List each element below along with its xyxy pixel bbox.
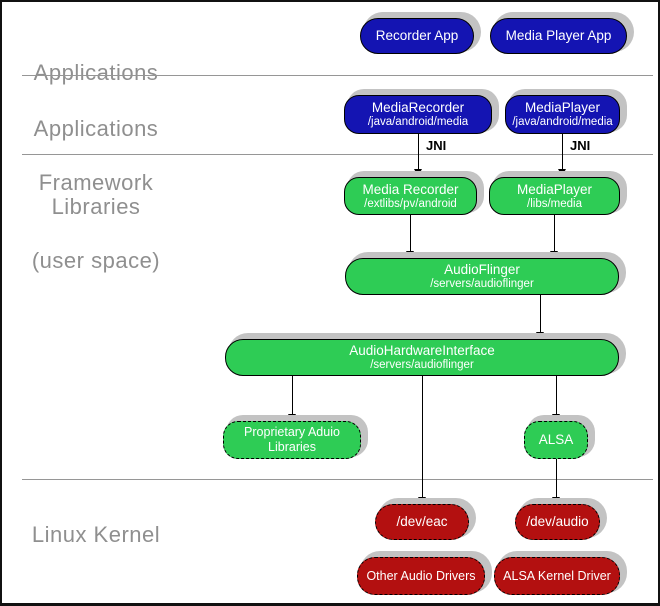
node-mediaplayer-lib-path: /libs/media: [527, 197, 582, 210]
node-media-recorder-lib: Media Recorder /extlibs/pv/android: [344, 177, 477, 215]
node-mediarecorder-framework-title: MediaRecorder: [371, 100, 465, 115]
node-mediarecorder-framework-path: /java/android/media: [367, 116, 469, 128]
node-mediarecorder-framework: MediaRecorder /java/android/media: [344, 95, 492, 134]
node-other-audio-drivers-title: Other Audio Drivers: [366, 569, 476, 583]
node-alsa-title: ALSA: [538, 432, 574, 447]
arrow-line-ahi-to-alsa: [556, 376, 558, 414]
arrow-line-audioflinger-to-ahi: [540, 295, 542, 332]
applications-label: Applications: [33, 60, 159, 85]
node-audio-hardware-interface: AudioHardwareInterface /servers/audiofli…: [225, 339, 619, 376]
node-mediaplayer-lib: MediaPlayer /libs/media: [489, 177, 620, 215]
node-dev-eac-title: /dev/eac: [396, 514, 448, 529]
node-alsa-kernel-driver-title: ALSA Kernel Driver: [503, 569, 611, 583]
separator-framework-libraries: [22, 154, 653, 155]
arrow-head-mediarecorder-jni: [414, 169, 422, 176]
kernel-label: Linux Kernel: [31, 522, 161, 547]
node-recorder-app: Recorder App: [360, 18, 474, 54]
arrow-head-mediaplayer-jni: [558, 169, 566, 176]
node-proprietary-audio-libraries-title2: Libraries: [268, 440, 316, 454]
node-audio-hardware-interface-path: /servers/audioflinger: [370, 359, 474, 371]
libraries-label-line2: (user space): [31, 248, 161, 273]
jni-label-right: JNI: [570, 138, 591, 153]
node-media-player-app: Media Player App: [490, 18, 627, 54]
node-mediaplayer-lib-title: MediaPlayer: [516, 181, 593, 197]
node-dev-audio: /dev/audio: [515, 504, 600, 540]
section-label-libraries: Libraries (user space): [16, 166, 176, 301]
arrow-line-mediaplayer-jni: [562, 134, 564, 169]
node-audioflinger: AudioFlinger /servers/audioflinger: [345, 258, 619, 295]
separator-libraries-kernel: [22, 479, 653, 480]
node-alsa: ALSA: [524, 421, 588, 459]
arrow-line-mediarecorder-jni: [418, 134, 420, 169]
arrow-line-ahi-to-proprietary: [292, 376, 294, 414]
section-label-linux-kernel: Linux Kernel: [16, 494, 176, 548]
node-other-audio-drivers: Other Audio Drivers: [357, 557, 485, 595]
node-recorder-app-title: Recorder App: [375, 28, 459, 43]
arrow-head-ahi-to-dev-eac: [418, 497, 426, 504]
node-media-recorder-lib-title: Media Recorder: [362, 181, 459, 197]
arrow-head-audioflinger-to-ahi: [536, 332, 544, 339]
jni-label-left: JNI: [426, 138, 447, 153]
section-label-applications-framework: Applications Framework: [16, 88, 176, 223]
arrow-head-recorder-to-audioflinger: [406, 251, 414, 258]
arrow-line-ahi-to-dev-eac: [422, 376, 424, 497]
framework-label-line2: Framework: [38, 170, 154, 195]
node-audioflinger-title: AudioFlinger: [444, 262, 520, 277]
node-mediaplayer-framework-title: MediaPlayer: [524, 100, 601, 115]
arrow-line-recorder-to-audioflinger: [410, 215, 412, 251]
libraries-label-line1: Libraries: [51, 194, 141, 219]
section-label-applications: Applications: [16, 32, 176, 86]
arrow-head-player-to-audioflinger: [550, 251, 558, 258]
arrow-head-ahi-to-alsa: [552, 414, 560, 421]
arrow-head-ahi-to-proprietary: [288, 414, 296, 421]
arrow-line-player-to-audioflinger: [554, 215, 556, 251]
node-proprietary-audio-libraries-title: Proprietary Aduio: [244, 425, 340, 439]
node-dev-eac: /dev/eac: [375, 504, 469, 540]
node-dev-audio-title: /dev/audio: [526, 514, 589, 529]
separator-applications-framework: [22, 75, 653, 76]
node-media-recorder-lib-path: /extlibs/pv/android: [364, 197, 457, 210]
arrow-line-alsa-to-dev-audio: [556, 459, 558, 497]
framework-label-line1: Applications: [33, 116, 159, 141]
arrow-head-alsa-to-dev-audio: [552, 497, 560, 504]
node-media-player-app-title: Media Player App: [505, 28, 612, 43]
node-mediaplayer-framework-path: /java/android/media: [512, 116, 613, 128]
node-proprietary-audio-libraries: Proprietary Aduio Libraries: [223, 421, 361, 459]
node-mediaplayer-framework: MediaPlayer /java/android/media: [505, 95, 620, 134]
node-audioflinger-path: /servers/audioflinger: [430, 278, 534, 290]
node-alsa-kernel-driver: ALSA Kernel Driver: [494, 557, 620, 595]
node-audio-hardware-interface-title: AudioHardwareInterface: [349, 343, 495, 358]
